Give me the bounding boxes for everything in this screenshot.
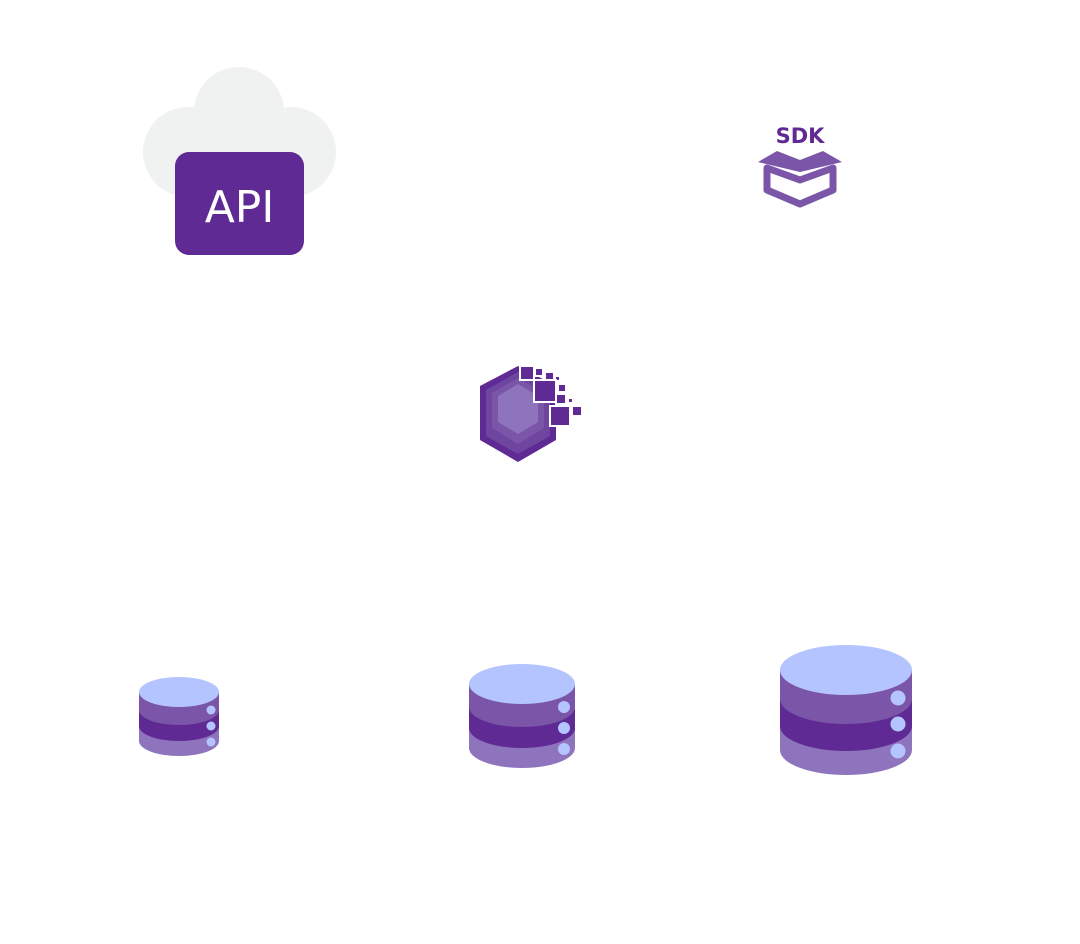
api-node: API	[140, 66, 340, 258]
database-icon	[469, 664, 575, 768]
api-badge	[175, 152, 304, 255]
sdk-box-icon: SDK	[758, 124, 842, 208]
api-label: API	[205, 182, 275, 233]
hexagon-blocks-icon	[480, 365, 583, 462]
sdk-label: SDK	[776, 124, 826, 148]
db-small-node	[136, 674, 222, 760]
database-icon	[780, 645, 912, 775]
core-node	[476, 362, 588, 466]
db-large-node	[776, 640, 916, 780]
database-icon	[139, 677, 219, 756]
sdk-node: SDK	[752, 120, 848, 210]
cloud-api-icon: API	[143, 67, 336, 255]
db-medium-node	[466, 660, 578, 772]
